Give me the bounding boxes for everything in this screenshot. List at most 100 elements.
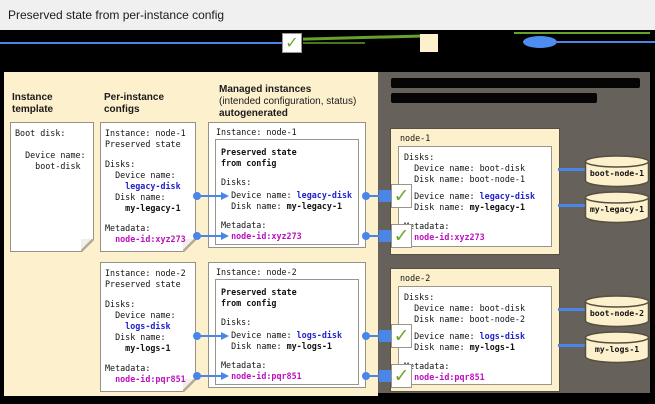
config-line: Preserved state [105, 279, 181, 289]
device-label: Device name: [404, 331, 480, 341]
managed-device-line: Device name: logs-disk [221, 330, 342, 340]
managed-device-line: Device name: legacy-disk [221, 190, 352, 200]
managed-card-title: Instance: node-1 [216, 127, 297, 137]
template-line: Boot disk: [15, 128, 66, 138]
legend-intended-config-swatch [420, 34, 438, 52]
disk-cylinder-boot-node-1: boot-node-1 [584, 155, 650, 188]
connector-line [366, 195, 382, 197]
managed-line: Disks: [221, 317, 252, 327]
cylinder-icon [584, 331, 650, 364]
vm-card-title: node-1 [400, 133, 431, 143]
disk-label: my-logs-1 [594, 344, 640, 354]
header-managed-instances: Managed instances (intended configuratio… [219, 84, 356, 120]
connector-square [379, 330, 392, 342]
vm-line: Metadata: [404, 221, 450, 231]
check-glyph: ✓ [285, 33, 299, 52]
cylinder-icon [584, 155, 650, 188]
template-line: Device name: [15, 150, 86, 160]
managed-preserved-state-box [215, 279, 359, 385]
device-value: legacy-disk [296, 190, 353, 200]
connector-line [366, 335, 382, 337]
node-id-value: node-id:pqr851 [414, 372, 485, 382]
config-line: Metadata: [105, 223, 151, 233]
page-fold [183, 239, 196, 252]
per-instance-config-card-node-2 [100, 262, 196, 392]
header-line: Managed instances [219, 84, 312, 95]
connector-arrowhead [221, 192, 229, 200]
node-id-value: node-id:pqr851 [231, 371, 302, 381]
disk-label: boot-node-2 [589, 308, 645, 318]
vm-nodeid-line: node-id:pqr851 [404, 372, 485, 382]
title-bar: Preserved state from per-instance config [0, 0, 655, 30]
config-line: Instance: node-1 [105, 128, 186, 138]
page-fold [81, 239, 94, 252]
header-instance-template: Instance template [12, 92, 53, 116]
disk-value: my-logs-1 [286, 341, 332, 351]
config-line: Disk name: [105, 332, 166, 342]
disk-connector-line [558, 204, 585, 207]
config-line: Disks: [105, 159, 136, 169]
device-value: logs-disk [296, 330, 343, 340]
cylinder-icon [584, 295, 650, 328]
check-glyph: ✓ [393, 325, 410, 347]
vm-device-line: Device name: legacy-disk [404, 191, 535, 201]
legend-blue-line-left [0, 42, 283, 44]
managed-nodeid-line: node-id:pqr851 [221, 371, 302, 381]
vm-disk-line: Disk name: my-legacy-1 [404, 202, 525, 212]
connector-arrowhead [221, 332, 229, 340]
match-checkmark-icon: ✓ [391, 184, 412, 208]
connector-line [197, 235, 221, 237]
disk-value: my-legacy-1 [469, 202, 526, 212]
config-disk-name: my-legacy-1 [105, 203, 181, 213]
disk-label: Disk name: [404, 202, 470, 212]
disk-cylinder-boot-node-2: boot-node-2 [584, 295, 650, 328]
managed-nodeid-line: node-id:xyz273 [221, 231, 302, 241]
disk-label: my-legacy-1 [589, 204, 645, 214]
check-glyph: ✓ [393, 225, 410, 247]
config-line: Metadata: [105, 363, 151, 373]
disk-connector-line [558, 344, 585, 347]
page-fold [183, 379, 196, 392]
header-line: autogenerated [219, 108, 288, 119]
connector-line [197, 195, 221, 197]
config-line: Disk name: [105, 192, 166, 202]
vm-boot-disk-line: Disk name: boot-node-1 [404, 174, 526, 184]
template-line: boot-disk [15, 161, 81, 171]
connector-arrowhead [221, 232, 229, 240]
match-checkmark-icon: ✓ [391, 224, 412, 248]
vm-boot-device-line: Device name: boot-disk [404, 163, 526, 173]
node-id-value: node-id:xyz273 [414, 232, 485, 242]
legend-band: ✓ [0, 30, 655, 72]
disk-cylinder-my-legacy-1: my-legacy-1 [584, 191, 650, 224]
check-glyph: ✓ [393, 365, 410, 387]
connector-square [379, 230, 392, 242]
connector-line [366, 235, 382, 237]
config-node-id: node-id:xyz273 [105, 234, 186, 244]
managed-line: from config [221, 158, 277, 168]
config-line: Device name: [105, 310, 176, 320]
config-node-id: node-id:pqr851 [105, 374, 186, 384]
per-instance-config-card-node-1 [100, 122, 196, 252]
vm-boot-disk-line: Disk name: boot-node-2 [404, 314, 526, 324]
config-line: Device name: [105, 170, 176, 180]
header-line: Per-instance [104, 92, 165, 103]
connector-square [379, 190, 392, 202]
vm-panel-heading-line-2 [391, 93, 597, 103]
disk-value: my-legacy-1 [286, 201, 343, 211]
disk-value: my-logs-1 [469, 342, 515, 352]
managed-disk-line: Disk name: my-legacy-1 [221, 201, 342, 211]
vm-line: Disks: [404, 152, 435, 162]
managed-line: from config [221, 298, 277, 308]
disk-label: Disk name: [221, 201, 287, 211]
config-device-name: legacy-disk [105, 181, 181, 191]
device-value: logs-disk [479, 331, 526, 341]
device-value: legacy-disk [479, 191, 536, 201]
instance-template-card [10, 122, 94, 252]
legend-checkmark-icon: ✓ [282, 33, 302, 53]
managed-disk-line: Disk name: my-logs-1 [221, 341, 332, 351]
vm-status-box [398, 146, 552, 247]
config-line: Instance: node-2 [105, 268, 186, 278]
match-checkmark-icon: ✓ [391, 324, 412, 348]
connector-line [366, 375, 382, 377]
legend-green-arrow-line [302, 34, 428, 41]
